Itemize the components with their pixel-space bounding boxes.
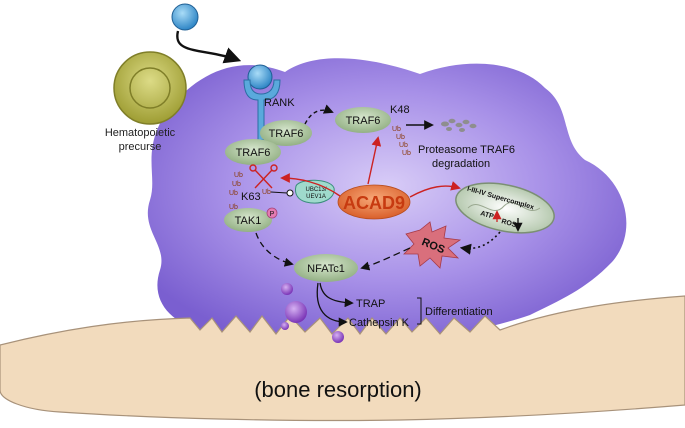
ros-to-nfatc1-arrow — [360, 247, 411, 271]
differentiation-bracket — [417, 297, 422, 325]
acad9-to-mito-arrow — [409, 181, 461, 198]
cathepsin-label: Cathepsin K — [349, 317, 410, 329]
ubc13-ub: Ub — [262, 189, 271, 196]
traf6-membrane — [260, 120, 312, 146]
traf6-membrane-label: TRAF6 — [269, 128, 304, 140]
trap-label: TRAP — [356, 298, 385, 310]
ros-burst — [403, 221, 462, 269]
rankl-ligand — [171, 3, 199, 31]
tak1 — [224, 208, 272, 232]
precursor-cell — [113, 51, 187, 125]
traf6-k48-label: TRAF6 — [346, 115, 381, 127]
mitochondrion — [455, 182, 555, 234]
rank-receptor — [243, 79, 281, 141]
k48-label: K48 — [390, 104, 410, 116]
svg-text:Ub: Ub — [234, 172, 243, 179]
mito-atp-label: ATP — [479, 210, 494, 221]
traf6-left — [225, 139, 281, 165]
ubc13-link-line — [270, 191, 288, 194]
traf6-k48 — [335, 107, 391, 133]
k48-ubiquitin-chain: Ub Ub Ub Ub — [392, 126, 411, 157]
acad9 — [337, 184, 411, 220]
nfatc1-to-cathepsin-arrow — [316, 282, 348, 327]
svg-text:Ub: Ub — [396, 134, 405, 141]
nfatc1-to-trap-arrow — [319, 282, 354, 308]
phospho-label: P — [270, 211, 275, 218]
precursor-label-1: Hematopoietic — [105, 127, 176, 139]
k63-label: K63 — [241, 191, 261, 203]
traf6-left-label: TRAF6 — [236, 147, 271, 159]
svg-text:Ub: Ub — [232, 181, 241, 188]
traf6-transition-arrow — [304, 104, 334, 125]
tak1-label: TAK1 — [235, 215, 262, 227]
differentiation-label: Differentiation — [425, 306, 493, 318]
proteasome-label-2: degradation — [432, 158, 490, 170]
phospho-badge — [266, 207, 278, 219]
svg-text:Ub: Ub — [229, 190, 238, 197]
tak1-to-nfatc1-arrow — [255, 232, 294, 267]
nfatc1 — [294, 254, 358, 282]
rank-label: RANK — [264, 97, 295, 109]
nfatc1-label: NFATc1 — [307, 263, 345, 275]
bone-resorption-label: (bone resorption) — [254, 377, 422, 402]
ubc13-label-1: UBC13/ — [305, 187, 326, 193]
svg-text:Ub: Ub — [402, 150, 411, 157]
mito-ros-label: ROS — [500, 218, 517, 229]
acad9-to-traf6-arrow — [367, 136, 382, 185]
ub-conjugate-link — [286, 189, 294, 197]
svg-text:Ub: Ub — [399, 142, 408, 149]
acad9-label: ACAD9 — [343, 193, 405, 213]
proteasome-label-1: Proteasome TRAF6 — [418, 144, 515, 156]
precursor-nucleus — [129, 67, 171, 109]
svg-text:Ub: Ub — [392, 126, 401, 133]
rankl-arrow — [176, 30, 242, 64]
scissors-icon — [249, 164, 278, 189]
ubc13-label-2: UEV1A — [306, 194, 326, 200]
secretory-vesicles — [281, 283, 344, 343]
rank-ligand-bound — [247, 64, 273, 90]
ubc13-complex — [295, 179, 335, 204]
k63-ubiquitin-chain: Ub Ub Ub Ub — [229, 172, 243, 211]
precursor-label-2: precurse — [119, 141, 162, 153]
svg-text:Ub: Ub — [229, 204, 238, 211]
proteasome-fragments — [441, 118, 477, 132]
acad9-to-k63-arrow — [280, 173, 341, 197]
